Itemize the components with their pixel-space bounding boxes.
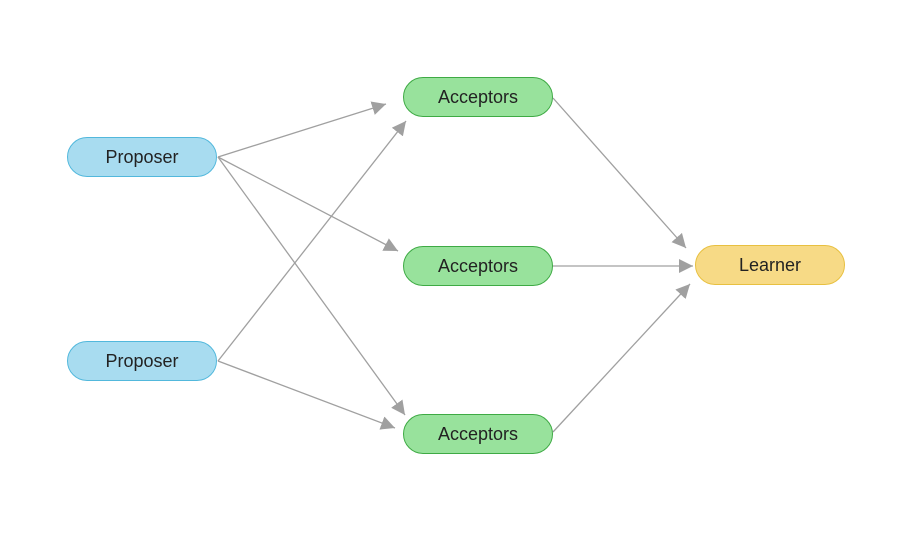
learner-node: Learner <box>695 245 845 285</box>
edge-p1-to-a1 <box>217 101 387 158</box>
acceptors-label: Acceptors <box>437 255 519 276</box>
edge-a1-to-l1 <box>552 97 687 249</box>
acceptors-node-2: Acceptors <box>403 246 553 286</box>
edge-a3-to-l1 <box>552 283 691 433</box>
acceptors-label: Acceptors <box>437 423 519 444</box>
edge-p2-to-a3 <box>217 360 396 430</box>
acceptors-label: Acceptors <box>437 86 519 107</box>
proposer-label: Proposer <box>105 146 179 167</box>
proposer-label: Proposer <box>105 350 179 371</box>
proposer-node-2: Proposer <box>67 341 217 381</box>
edge-p1-to-a3 <box>217 156 406 416</box>
acceptors-node-1: Acceptors <box>403 77 553 117</box>
acceptors-node-3: Acceptors <box>403 414 553 454</box>
learner-label: Learner <box>738 254 802 275</box>
edge-p1-to-a2 <box>217 156 399 252</box>
proposer-node-1: Proposer <box>67 137 217 177</box>
edge-p2-to-a1 <box>217 120 407 362</box>
